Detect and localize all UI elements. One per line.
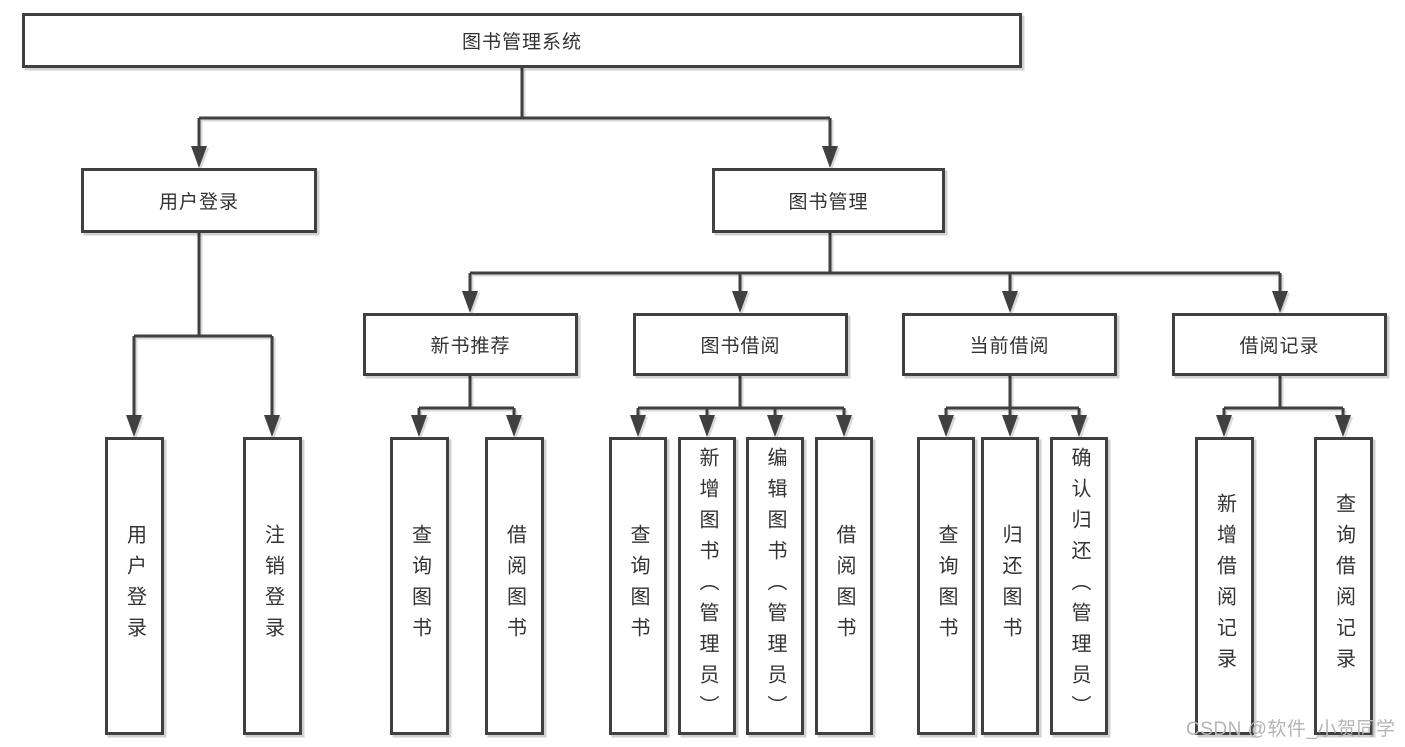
arrow-icon <box>1272 291 1288 313</box>
connector-paths <box>132 68 1345 420</box>
leaf-current-confirm-return-admin: 确认归还（管理员） <box>1050 437 1108 735</box>
arrow-icon <box>462 291 478 313</box>
node-user-login: 用户登录 <box>81 168 317 233</box>
node-new-book-recommend: 新书推荐 <box>363 313 578 376</box>
node-label: 新增借阅记录 <box>1213 493 1236 679</box>
node-label: 新书推荐 <box>430 336 511 357</box>
leaf-recommend-borrow-book: 借阅图书 <box>485 437 544 735</box>
node-label: 查询图书 <box>408 524 431 648</box>
leaf-borrowing-query-book: 查询图书 <box>609 437 667 735</box>
node-label: 用户登录 <box>158 192 239 213</box>
node-label: 注销登录 <box>261 524 284 648</box>
connector-book-management-to-level3 <box>468 233 1282 296</box>
connector-root-to-level2 <box>197 68 832 150</box>
node-book-management: 图书管理 <box>712 168 945 233</box>
leaf-records-add-record: 新增借阅记录 <box>1195 437 1254 735</box>
node-label: 借阅图书 <box>833 524 855 648</box>
connector-current-borrowing-to-leaves <box>944 376 1081 420</box>
node-label: 图书管理 <box>788 192 869 213</box>
node-label: 新增图书（管理员） <box>696 446 718 726</box>
arrow-icon <box>1002 291 1018 313</box>
leaf-user-login: 用户登录 <box>105 437 164 735</box>
node-label: 用户登录 <box>123 524 146 648</box>
connector-book-borrowing-to-leaves <box>636 376 846 420</box>
leaf-current-query-book: 查询图书 <box>917 437 975 735</box>
arrowheads <box>126 146 1351 437</box>
arrow-icon <box>767 415 783 437</box>
node-label: 查询借阅记录 <box>1332 493 1355 679</box>
arrow-icon <box>822 146 838 168</box>
node-label: 确认归还（管理员） <box>1068 446 1090 726</box>
node-current-borrowing: 当前借阅 <box>902 313 1117 376</box>
leaf-borrowing-add-book-admin: 新增图书（管理员） <box>678 437 736 735</box>
node-label: 归还图书 <box>999 524 1021 648</box>
leaf-recommend-query-book: 查询图书 <box>390 437 449 735</box>
arrow-icon <box>836 415 852 437</box>
arrow-icon <box>191 146 207 168</box>
arrow-icon <box>506 415 522 437</box>
node-label: 查询图书 <box>627 524 649 648</box>
arrow-icon <box>630 415 646 437</box>
arrow-icon <box>1071 415 1087 437</box>
arrow-icon <box>1002 415 1018 437</box>
node-label: 借阅记录 <box>1239 336 1320 357</box>
node-label: 图书管理系统 <box>461 32 582 53</box>
leaf-logout: 注销登录 <box>243 437 302 735</box>
connector-new-book-recommend-to-leaves <box>417 376 516 420</box>
arrow-icon <box>1335 415 1351 437</box>
node-label: 借阅图书 <box>503 524 526 648</box>
leaf-records-query-record: 查询借阅记录 <box>1314 437 1373 735</box>
node-label: 图书借阅 <box>700 336 781 357</box>
node-label: 当前借阅 <box>969 336 1050 357</box>
arrow-icon <box>411 415 427 437</box>
node-borrow-records: 借阅记录 <box>1172 313 1387 376</box>
leaf-current-return-book: 归还图书 <box>981 437 1039 735</box>
connector-borrow-records-to-leaves <box>1222 376 1345 420</box>
watermark: CSDN @软件_小贺同学 <box>1186 719 1396 740</box>
node-label: 查询图书 <box>935 524 957 648</box>
arrow-icon <box>938 415 954 437</box>
node-system-root: 图书管理系统 <box>22 13 1022 68</box>
arrow-icon <box>699 415 715 437</box>
leaf-borrowing-edit-book-admin: 编辑图书（管理员） <box>746 437 804 735</box>
arrow-icon <box>126 415 142 437</box>
arrow-icon <box>264 415 280 437</box>
leaf-borrowing-borrow-book: 借阅图书 <box>815 437 873 735</box>
node-book-borrowing: 图书借阅 <box>633 313 848 376</box>
arrow-icon <box>1216 415 1232 437</box>
connector-user-login-to-leaves <box>132 233 274 420</box>
node-label: 编辑图书（管理员） <box>764 446 786 726</box>
arrow-icon <box>732 291 748 313</box>
